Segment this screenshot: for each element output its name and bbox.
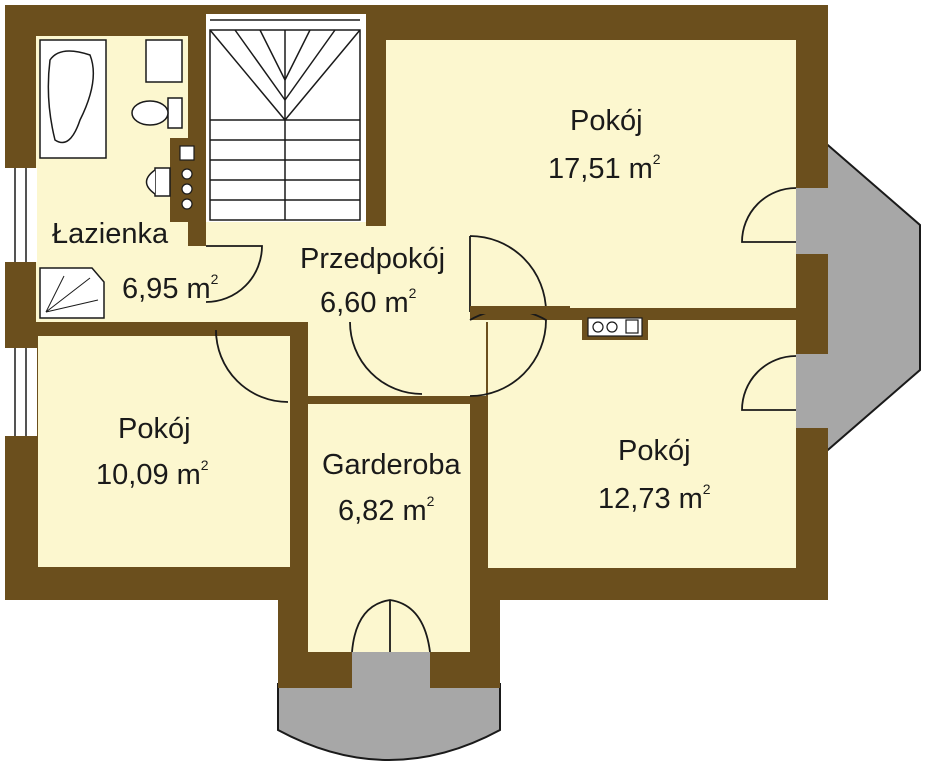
room-name-garderoba: Garderoba: [322, 449, 462, 481]
opening-east-1: [796, 188, 828, 254]
staircase-icon: [209, 19, 361, 221]
room-name-pokoj-se: Pokój: [618, 435, 691, 467]
room-area-pokoj-w: 10,09 m2: [96, 457, 209, 491]
przedpokoj-partition: [470, 306, 570, 314]
floor-pokoj-w: [38, 336, 290, 567]
room-area-garderoba: 6,82 m2: [338, 493, 435, 527]
stove-icon: [587, 317, 643, 337]
floor-pokoj-se: [488, 320, 796, 568]
window-west-1: [5, 168, 37, 262]
room-name-lazienka: Łazienka: [52, 218, 169, 250]
room-area-lazienka: 6,95 m2: [122, 271, 219, 305]
bath-cabinet: [145, 39, 183, 83]
room-area-przedpokoj: 6,60 m2: [320, 285, 417, 319]
wall-bath-south: [36, 322, 216, 336]
room-area-pokoj-ne: 17,51 m2: [548, 151, 661, 185]
room-name-pokoj-w: Pokój: [118, 413, 191, 445]
toilet-icon: [131, 97, 183, 129]
bay-window-east: [821, 137, 921, 458]
opening-east-2: [796, 354, 828, 428]
room-name-pokoj-ne: Pokój: [570, 105, 643, 137]
radiator-icon: [181, 168, 193, 210]
wall-corridor-w: [290, 322, 308, 602]
room-area-pokoj-se: 12,73 m2: [598, 481, 711, 515]
wall-garderoba-n: [308, 396, 470, 404]
wall-garderoba-e: [470, 396, 488, 606]
bath-switch: [179, 145, 195, 161]
room-name-przedpokoj: Przedpokój: [300, 243, 445, 275]
bay-window-south: [277, 683, 501, 761]
bathtub-icon: [39, 39, 107, 159]
window-west-2: [5, 348, 37, 436]
opening-south: [352, 652, 430, 688]
sink-icon: [145, 167, 171, 197]
floor-przedpokoj: [206, 222, 796, 322]
wall-stair-east: [366, 14, 386, 226]
shower-icon: [39, 267, 105, 319]
floor-garderoba: [308, 404, 470, 652]
